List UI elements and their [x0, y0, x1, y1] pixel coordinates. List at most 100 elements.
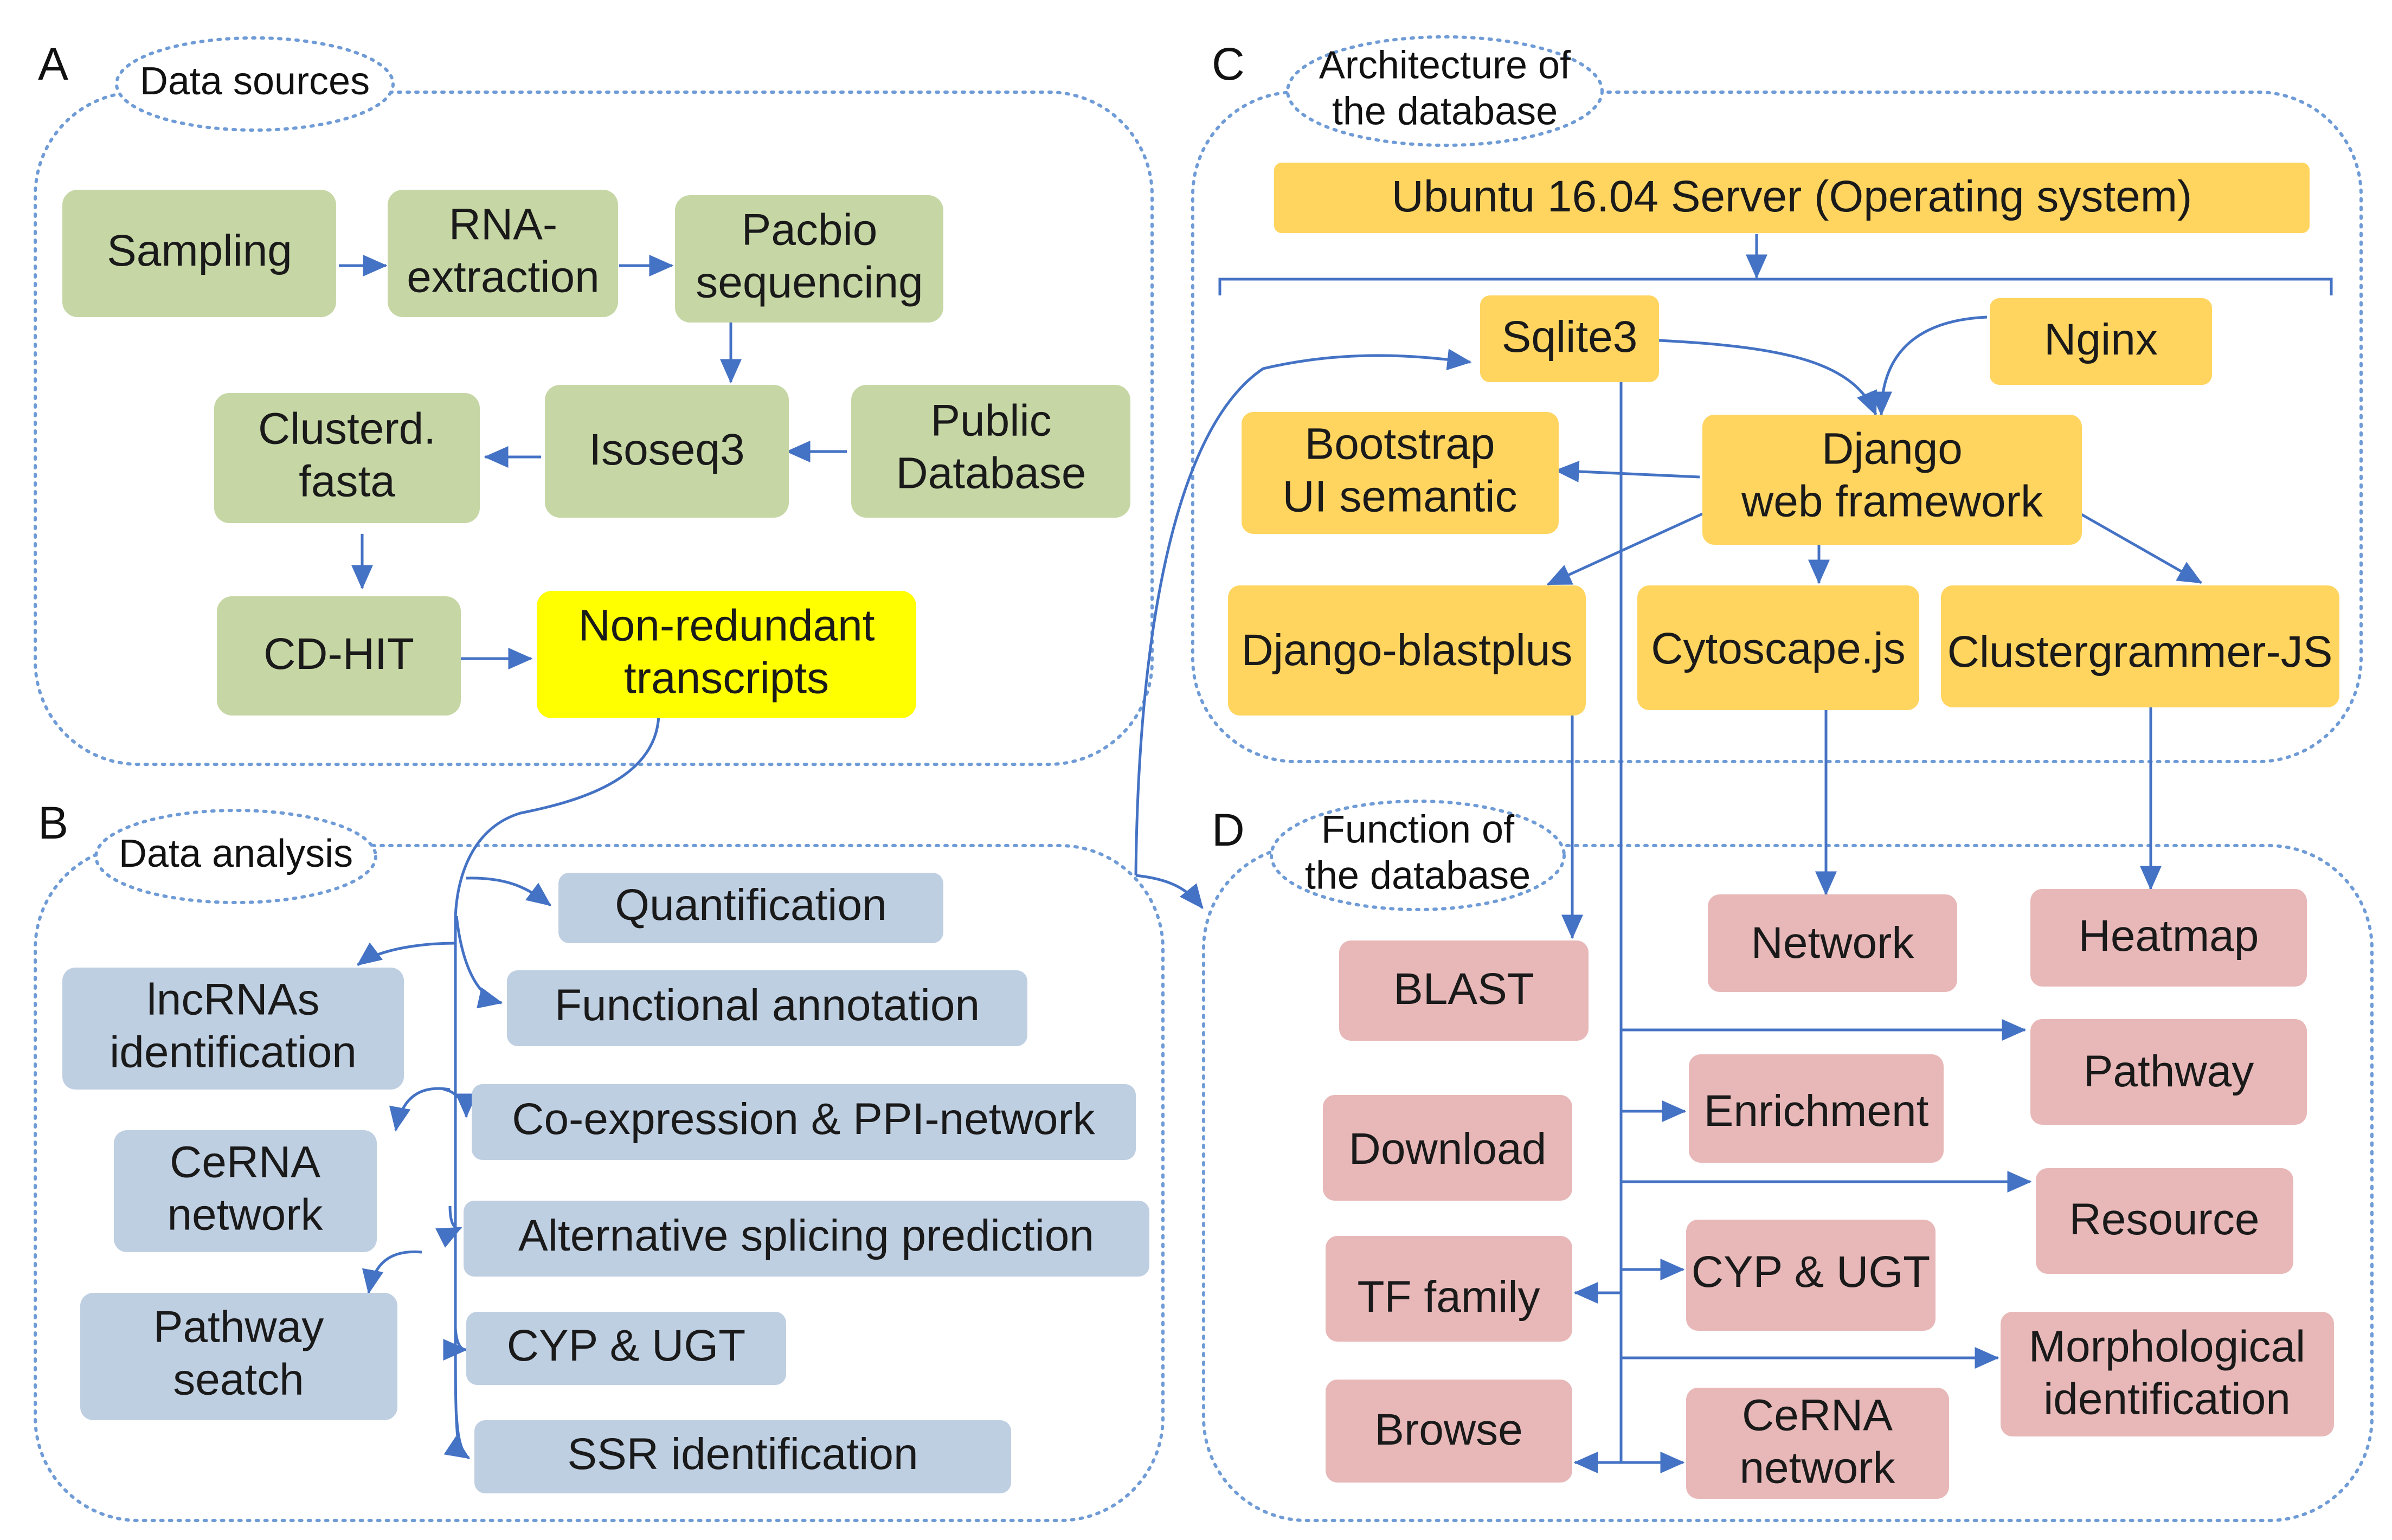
- node-tf-family-label: TF family: [1357, 1272, 1540, 1322]
- node-cerna-d-box: [1686, 1388, 1949, 1499]
- node-heatmap-label: Heatmap: [2079, 911, 2259, 961]
- node-rna-extraction: RNA-extraction: [388, 190, 618, 317]
- loop-nonredundant-to-sqlite-and-function: [1134, 349, 1472, 876]
- node-cytoscape: Cytoscape.js: [1637, 585, 1919, 710]
- panel-d-outline: [1202, 844, 2374, 1522]
- panel-c-letter: C: [1212, 38, 1245, 89]
- node-cytoscape-box: [1637, 585, 1919, 710]
- arrow-django-to-bootstrap: [1554, 460, 1700, 482]
- node-bootstrap-box: [1242, 412, 1559, 534]
- arrow-nginx-to-django: [1870, 315, 1988, 416]
- panel-a-title-bubble: [115, 36, 395, 132]
- text-line: BLAST: [1393, 964, 1534, 1014]
- text-line: Pacbio: [742, 205, 878, 254]
- node-public-database-box: [851, 385, 1130, 518]
- node-sampling-box: [62, 190, 336, 317]
- arrow-to-coexpression: [443, 1088, 477, 1118]
- text-line: Morphological: [2029, 1322, 2306, 1371]
- text-line: Download: [1349, 1124, 1547, 1174]
- arrow-into-function-panel: [1135, 874, 1204, 909]
- text-line: CYP & UGT: [1692, 1247, 1930, 1297]
- node-coexpression-box: [472, 1084, 1136, 1160]
- text-line: Architecture of: [1319, 44, 1571, 87]
- node-tf-family: TF family: [1326, 1236, 1572, 1342]
- text-line: Data sources: [140, 60, 370, 103]
- text-line: Browse: [1374, 1405, 1522, 1454]
- node-clustergrammer: Clustergrammer-JS: [1941, 585, 2339, 707]
- panel-b-title-bubble: [94, 809, 377, 904]
- node-ssr: SSR identification: [474, 1420, 1011, 1493]
- panel-outlines: [34, 91, 2374, 1522]
- text-line: Nginx: [2044, 315, 2158, 364]
- arrow-to-alt-splicing: [435, 1206, 462, 1248]
- text-line: Alternative splicing prediction: [518, 1211, 1094, 1260]
- node-pathway: Pathway: [2030, 1019, 2307, 1125]
- text-line: Isoseq3: [589, 425, 744, 474]
- node-rna-extraction-box: [388, 190, 618, 317]
- node-sqlite: Sqlite3: [1480, 295, 1659, 382]
- node-lncrna-box: [62, 968, 404, 1090]
- node-network: Network: [1708, 894, 1957, 992]
- text-line: Sqlite3: [1502, 312, 1638, 362]
- text-line: Functional annotation: [555, 981, 980, 1030]
- text-line: UI semantic: [1283, 472, 1517, 521]
- node-functional-annotation-box: [507, 970, 1027, 1046]
- text-line: the database: [1332, 89, 1558, 133]
- text-line: Non-redundant: [578, 601, 875, 650]
- node-clustergrammer-box: [1941, 585, 2339, 707]
- node-ubuntu: Ubuntu 16.04 Server (Operating system): [1274, 163, 2310, 233]
- node-alt-splicing-label: Alternative splicing prediction: [518, 1211, 1094, 1260]
- arrow-to-lncrna: [356, 942, 456, 966]
- node-cyp-ugt-b-label: CYP & UGT: [507, 1321, 745, 1370]
- panel-b-outline: [34, 844, 1165, 1522]
- node-isoseq3: Isoseq3: [545, 385, 789, 518]
- arrow-sqlite-to-django: [1658, 339, 1877, 416]
- text-line: Ubuntu 16.04 Server (Operating system): [1392, 172, 2192, 221]
- spine-nonredundant-to-analysis: [454, 715, 660, 1442]
- bracket-under-ubuntu: [1218, 278, 2333, 295]
- node-enrichment-box: [1689, 1054, 1944, 1163]
- node-cd-hit-label: CD-HIT: [263, 629, 414, 679]
- node-django-blastplus-label: Django-blastplus: [1242, 626, 1573, 675]
- text-line: transcripts: [624, 653, 829, 703]
- arrow-to-pathway-search: [362, 1250, 422, 1294]
- text-line: Public: [930, 396, 1051, 445]
- text-line: Sampling: [107, 226, 292, 275]
- node-pathway-label: Pathway: [2084, 1047, 2254, 1096]
- node-ubuntu-label: Ubuntu 16.04 Server (Operating system): [1392, 172, 2192, 221]
- node-heatmap: Heatmap: [2030, 889, 2307, 987]
- text-line: Database: [896, 448, 1086, 498]
- text-line: CeRNA: [170, 1137, 320, 1187]
- arrow-to-cerna-b: [389, 1087, 451, 1132]
- node-cyp-ugt-b: CYP & UGT: [466, 1312, 786, 1385]
- node-alt-splicing-box: [464, 1201, 1149, 1277]
- node-blast: BLAST: [1339, 940, 1589, 1041]
- node-coexpression-label: Co-expression & PPI-network: [512, 1094, 1096, 1144]
- node-morphological-box: [2001, 1312, 2334, 1436]
- panel-d-letter: D: [1212, 804, 1245, 855]
- node-quantification-label: Quantification: [615, 880, 886, 930]
- text-line: Heatmap: [2079, 911, 2259, 961]
- arrow-to-functional-annotation: [455, 916, 503, 1009]
- text-line: Clustergrammer-JS: [1947, 627, 2333, 676]
- node-heatmap-box: [2030, 889, 2307, 987]
- text-line: TF family: [1357, 1272, 1540, 1322]
- node-cerna-b-box: [114, 1130, 377, 1252]
- arrow-django-to-blastplus: [1546, 512, 1703, 586]
- node-blast-label: BLAST: [1393, 964, 1534, 1014]
- node-network-box: [1708, 894, 1957, 992]
- text-line: Pathway: [153, 1302, 324, 1351]
- node-nginx: Nginx: [1990, 298, 2212, 385]
